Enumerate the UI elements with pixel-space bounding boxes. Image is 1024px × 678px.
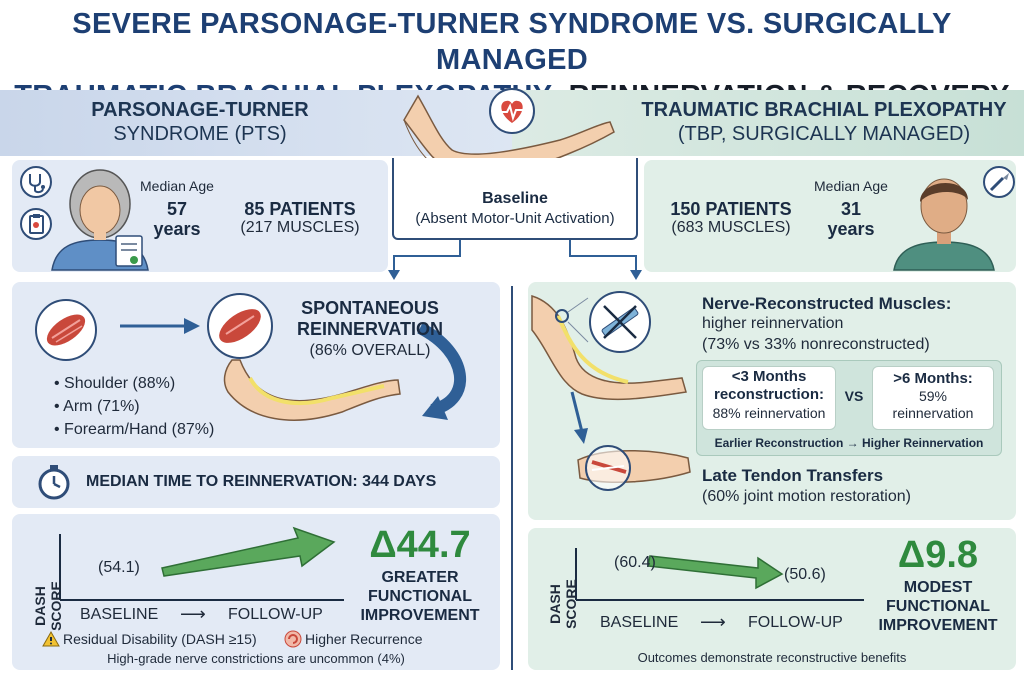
tbp-dash-end: (50.6) bbox=[784, 566, 826, 583]
pts-age-value: 57 bbox=[166, 199, 188, 219]
tbp-delta-label-1: MODEST bbox=[903, 579, 973, 596]
tbp-early-box bbox=[702, 366, 836, 430]
tbp-muscles: (683 MUSCLES) bbox=[671, 219, 791, 236]
tbp-delta: Δ9.8 bbox=[897, 534, 979, 576]
tbp-tendon-title: Late Tendon Transfers bbox=[702, 466, 884, 485]
tbp-late-box bbox=[872, 366, 994, 430]
tbp-timing-note: Earlier Reconstruction → Higher Reinnerv… bbox=[714, 436, 984, 450]
pts-reinnervation-overall: (86% OVERALL) bbox=[309, 342, 431, 359]
arm-skeleton-icon bbox=[230, 360, 231, 361]
tbp-age-value: 31 bbox=[840, 199, 862, 219]
pts-dash-chart bbox=[59, 526, 344, 601]
tbp-header-band bbox=[512, 90, 1024, 156]
tbp-early-title-1: <3 Months bbox=[731, 368, 807, 385]
tbp-delta-label-3: IMPROVEMENT bbox=[878, 617, 998, 634]
tbp-early-value: 88% reinnervation bbox=[712, 405, 826, 421]
pts-header-line-1: PARSONAGE-TURNER bbox=[91, 99, 309, 121]
pts-bullet-arm: • Arm (71%) bbox=[54, 398, 140, 415]
pts-footnote: High-grade nerve constrictions are uncom… bbox=[107, 651, 405, 666]
pts-muscles: (217 MUSCLES) bbox=[240, 219, 360, 236]
tbp-reinnervation-illustration bbox=[531, 291, 691, 491]
tbp-patients: 150 PATIENTS bbox=[670, 199, 792, 219]
pts-median-age-label: Median Age bbox=[140, 178, 214, 194]
scalpel-icon bbox=[983, 166, 1015, 198]
tbp-late-value-1: 59% bbox=[918, 388, 948, 404]
tbp-late-value-2: reinnervation bbox=[892, 405, 974, 421]
clipboard-icon bbox=[20, 208, 52, 240]
stopwatch-icon bbox=[38, 465, 70, 500]
baseline-label: Baseline bbox=[482, 190, 548, 207]
tbp-age-unit: years bbox=[827, 219, 875, 239]
pts-delta: Δ44.7 bbox=[369, 524, 471, 566]
tbp-x-baseline: BASELINE bbox=[600, 614, 679, 631]
tbp-dash-chart bbox=[575, 548, 864, 601]
patient-young-man-icon bbox=[893, 178, 995, 271]
tbp-x-followup: FOLLOW-UP bbox=[748, 614, 843, 631]
pts-bullet-list: • Shoulder (88%) • Arm (71%) • Forearm/H… bbox=[54, 372, 214, 441]
tbp-x-arrow: ⟶ bbox=[700, 612, 726, 632]
pts-reinnervation-title-2: REINNERVATION bbox=[296, 319, 443, 339]
tbp-tendon-desc: (60% joint motion restoration) bbox=[702, 488, 911, 505]
pts-header-line-2: SYNDROME (PTS) bbox=[113, 123, 287, 145]
tbp-median-age-label: Median Age bbox=[814, 178, 888, 194]
stethoscope-icon bbox=[20, 166, 52, 198]
tbp-delta-label: MODEST FUNCTIONAL IMPROVEMENT bbox=[868, 578, 1008, 635]
forearm-tendon-icon bbox=[588, 448, 589, 449]
pts-delta-label-2: FUNCTIONAL bbox=[368, 588, 472, 605]
tbp-delta-label-2: FUNCTIONAL bbox=[886, 598, 990, 615]
title-line-1: SEVERE PARSONAGE-TURNER SYNDROME VS. SUR… bbox=[72, 8, 952, 76]
tbp-late-title: >6 Months: bbox=[893, 370, 973, 387]
pts-residual: Residual Disability (DASH ≥15) bbox=[63, 631, 257, 647]
muscle-icon bbox=[36, 300, 37, 301]
patient-older-woman-icon bbox=[51, 169, 149, 271]
pts-x-baseline: BASELINE bbox=[80, 606, 159, 623]
tbp-vs: VS bbox=[844, 388, 864, 404]
tbp-nr-title: Nerve-Reconstructed Muscles: bbox=[702, 294, 952, 313]
pts-reinnervation-illustration bbox=[35, 293, 467, 421]
tbp-header-line-2: (TBP, SURGICALLY MANAGED) bbox=[677, 123, 971, 145]
pts-bullet-shoulder: • Shoulder (88%) bbox=[54, 375, 176, 392]
tbp-dash-start: (60.4) bbox=[614, 554, 656, 571]
tbp-dash-axis-label: DASH SCORE bbox=[547, 579, 579, 629]
baseline-description: (Absent Motor-Unit Activation) bbox=[415, 210, 615, 227]
heart-monitor-icon bbox=[489, 88, 535, 134]
pts-recurrence: Higher Recurrence bbox=[305, 631, 423, 647]
pts-median-time-panel bbox=[12, 456, 500, 508]
tbp-header-line-1: TRAUMATIC BRACHIAL PLEXOPATHY bbox=[641, 99, 1007, 121]
pts-median-time: MEDIAN TIME TO REINNERVATION: 344 DAYS bbox=[86, 473, 437, 490]
syringe-crossed-icon bbox=[604, 306, 605, 307]
pts-age-unit: years bbox=[153, 219, 201, 239]
pts-x-arrow: ⟶ bbox=[180, 604, 206, 624]
pts-delta-label: GREATER FUNCTIONAL IMPROVEMENT bbox=[350, 568, 490, 625]
recurrence-icon bbox=[284, 630, 302, 648]
tbp-early-title-2: reconstruction: bbox=[713, 386, 824, 403]
pts-delta-label-1: GREATER bbox=[381, 569, 459, 586]
pts-reinnervation-title: SPONTANEOUS REINNERVATION bbox=[290, 298, 450, 340]
pts-header: PARSONAGE-TURNER SYNDROME (PTS) bbox=[70, 98, 330, 146]
pts-dash-panel bbox=[12, 514, 500, 670]
pts-x-followup: FOLLOW-UP bbox=[228, 606, 323, 623]
tbp-header: TRAUMATIC BRACHIAL PLEXOPATHY (TBP, SURG… bbox=[628, 98, 1020, 146]
tbp-nr-line-3: (73% vs 33% nonreconstructed) bbox=[702, 336, 930, 353]
pts-reinnervation-title-1: SPONTANEOUS bbox=[301, 298, 439, 318]
pts-bullet-forearm: • Forearm/Hand (87%) bbox=[54, 421, 215, 438]
warning-icon bbox=[42, 630, 60, 647]
baseline-box bbox=[392, 158, 638, 240]
pts-patients: 85 PATIENTS bbox=[244, 199, 356, 219]
pts-delta-label-3: IMPROVEMENT bbox=[360, 607, 480, 624]
tbp-footnote: Outcomes demonstrate reconstructive bene… bbox=[637, 650, 907, 665]
pts-dash-start: (54.1) bbox=[98, 559, 140, 576]
tbp-nr-line-2: higher reinnervation bbox=[702, 315, 844, 332]
tbp-early-title: <3 Months reconstruction: bbox=[702, 368, 836, 404]
